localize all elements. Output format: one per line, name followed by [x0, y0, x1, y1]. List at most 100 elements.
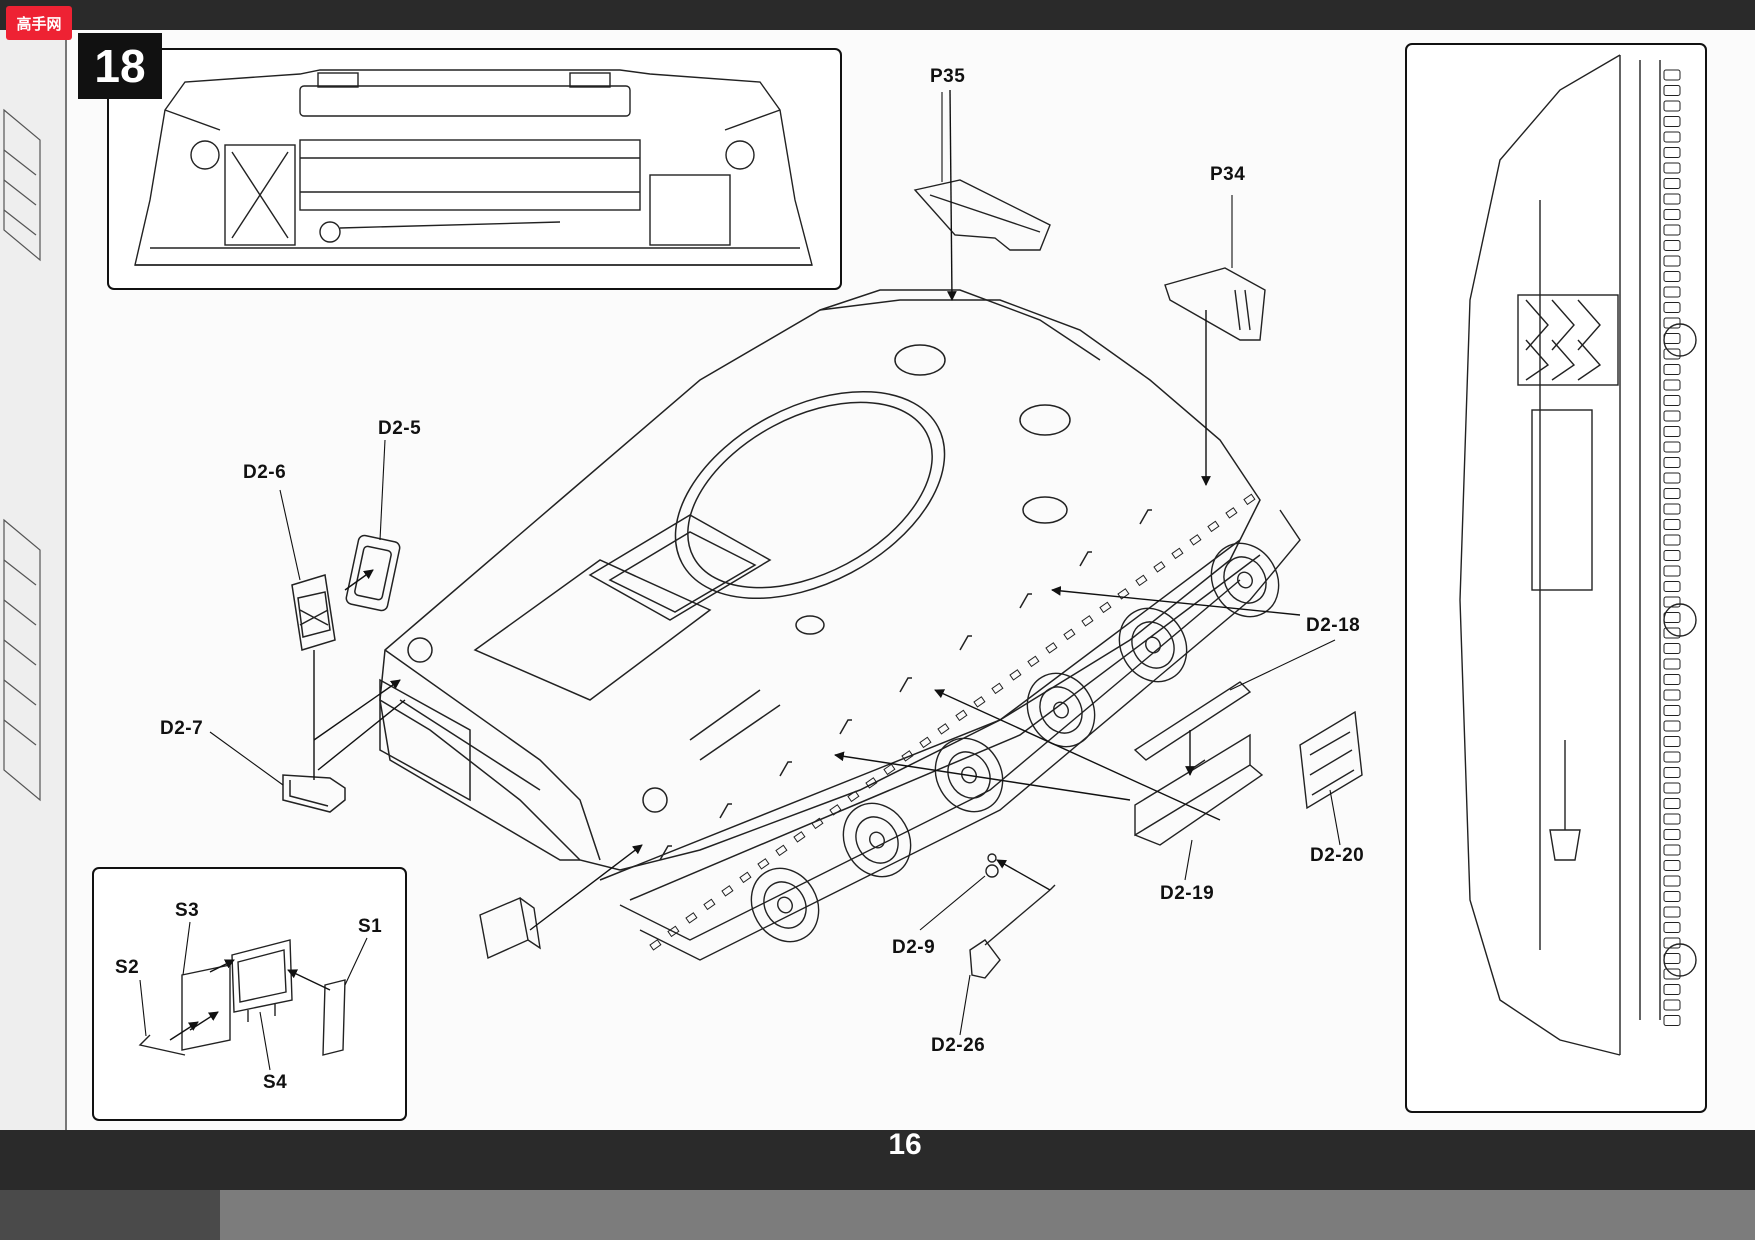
- label-s4: S4: [263, 1072, 288, 1093]
- track-link: [1663, 612, 1681, 623]
- track-tooth: [1063, 628, 1076, 641]
- track-link: [1663, 596, 1681, 608]
- label-d2-9: D2-9: [892, 937, 936, 958]
- label-d2-6: D2-6: [243, 462, 287, 483]
- track-link: [1663, 860, 1681, 871]
- track-link: [1663, 767, 1681, 778]
- track-link: [1663, 891, 1681, 902]
- track-tooth: [1153, 561, 1166, 573]
- track-link: [1663, 85, 1681, 96]
- track-link: [1663, 131, 1681, 143]
- track-link: [1663, 922, 1681, 933]
- track-link: [1663, 472, 1681, 484]
- track-link: [1663, 999, 1681, 1011]
- fender-bracket: [659, 845, 672, 861]
- track-tooth: [1099, 601, 1112, 614]
- track-link: [1663, 271, 1681, 282]
- track-link: [1663, 953, 1681, 964]
- track-tooth: [667, 925, 680, 938]
- track-tooth: [793, 831, 806, 843]
- watermark-logo: 高手网: [6, 6, 72, 40]
- track-tooth: [775, 844, 788, 857]
- track-link: [1663, 410, 1681, 422]
- track-link: [1663, 906, 1681, 918]
- side-view-inset: [1405, 43, 1707, 1113]
- track-link: [1663, 100, 1681, 112]
- label-s3: S3: [175, 900, 200, 921]
- track-link: [1663, 550, 1681, 561]
- track-tooth: [1207, 520, 1220, 533]
- track-link: [1663, 147, 1681, 158]
- track-tooth: [973, 696, 986, 708]
- track-link: [1663, 519, 1681, 530]
- road-wheel: [1210, 542, 1280, 618]
- part-d2-7: [282, 774, 346, 813]
- track-link: [1663, 286, 1681, 298]
- step-number: 18: [78, 33, 162, 99]
- label-s1: S1: [358, 916, 383, 937]
- part-d2-18: [1133, 681, 1252, 761]
- track-link: [1663, 829, 1681, 840]
- track-link: [1663, 240, 1681, 251]
- top-band: [0, 0, 1755, 30]
- track-teeth: [649, 493, 1256, 951]
- track-link: [1663, 658, 1681, 670]
- label-d2-20: D2-20: [1310, 845, 1365, 866]
- track-link: [1663, 255, 1681, 267]
- track-link: [1663, 364, 1681, 375]
- track-link: [1663, 441, 1681, 453]
- fender-bracket: [899, 677, 912, 693]
- track-link: [1663, 1015, 1681, 1026]
- part-d2-26: [969, 884, 1056, 979]
- track-links: [1663, 69, 1681, 1026]
- track-tooth: [1009, 669, 1022, 681]
- track-link: [1663, 875, 1681, 887]
- part-p34: [1164, 267, 1266, 341]
- track-link: [1663, 782, 1681, 794]
- track-tooth: [721, 885, 734, 897]
- fender-bracket: [719, 803, 732, 819]
- track-link: [1663, 503, 1681, 515]
- label-d2-26: D2-26: [931, 1035, 986, 1056]
- label-s2: S2: [115, 957, 140, 978]
- track-link: [1663, 984, 1681, 995]
- track-link: [1663, 643, 1681, 654]
- label-p34: P34: [1210, 164, 1246, 185]
- track-link: [1663, 488, 1681, 499]
- track-tooth: [1135, 574, 1148, 587]
- track-tooth: [901, 750, 914, 762]
- track-link: [1663, 968, 1681, 980]
- s-parts-drawing: [138, 939, 346, 1056]
- track-link: [1663, 209, 1681, 220]
- fender-bracket: [959, 635, 972, 651]
- bottom-band: [0, 1130, 1755, 1190]
- track-tooth: [685, 912, 698, 924]
- track-tooth: [1027, 655, 1040, 668]
- track-tooth: [1189, 534, 1202, 546]
- track-link: [1663, 457, 1681, 468]
- track-tooth: [1171, 547, 1184, 560]
- part-d2-9: [985, 853, 999, 878]
- track-run: [619, 509, 1301, 961]
- track-tooth: [883, 763, 896, 776]
- part-headlight-box: [479, 897, 541, 960]
- road-wheels: [750, 542, 1280, 943]
- track-link: [1663, 937, 1681, 949]
- tank-hull-drawing: [379, 289, 1261, 901]
- track-link: [1663, 333, 1681, 344]
- track-link: [1663, 395, 1681, 406]
- track-link: [1663, 844, 1681, 856]
- part-d2-5: [345, 534, 401, 612]
- track-tooth: [955, 709, 968, 722]
- label-d2-18: D2-18: [1306, 615, 1361, 636]
- track-tooth: [739, 871, 752, 884]
- track-link: [1663, 534, 1681, 546]
- track-link: [1663, 426, 1681, 437]
- fender-bracket: [1079, 551, 1092, 567]
- track-tooth: [757, 858, 770, 870]
- label-p35: P35: [930, 66, 966, 87]
- track-link: [1663, 581, 1681, 592]
- track-link: [1663, 178, 1681, 189]
- fender-bracket: [839, 719, 852, 735]
